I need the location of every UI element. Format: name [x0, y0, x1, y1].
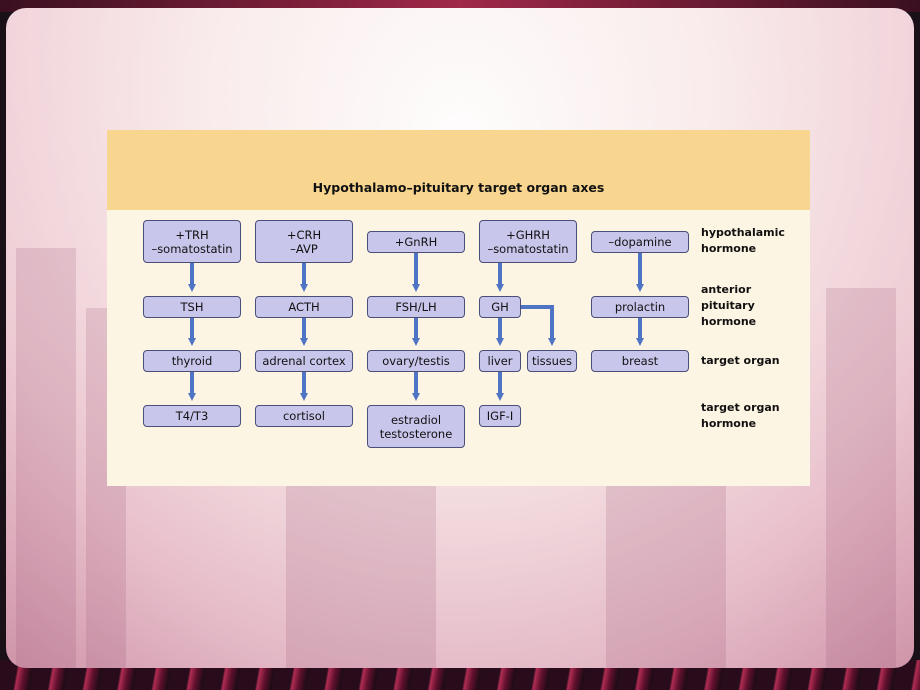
hormone-label: TSH: [180, 300, 204, 314]
building-silhouette: [16, 248, 76, 668]
hormone-label: FSH/LH: [395, 300, 437, 314]
pituitary-box-prolactin: prolactin: [591, 296, 689, 318]
target-hormone-box-igf1: IGF-I: [479, 405, 521, 427]
organ-box-breast: breast: [591, 350, 689, 372]
hypothalamic-box-trh: +TRH –somatostatin: [143, 220, 241, 263]
organ-box-adrenal-cortex: adrenal cortex: [255, 350, 353, 372]
hypothalamic-box-crh: +CRH –AVP: [255, 220, 353, 263]
row-label-line: hypothalamic: [701, 226, 785, 239]
hormone-label: ACTH: [288, 300, 320, 314]
hormone-label: –somatostatin: [487, 241, 569, 256]
diagram-header: Hypothalamo–pituitary target organ axes: [107, 130, 810, 210]
hormone-label: T4/T3: [175, 409, 209, 423]
row-label-line: anterior: [701, 283, 752, 296]
target-hormone-box-cortisol: cortisol: [255, 405, 353, 427]
hypothalamic-box-dopamine: –dopamine: [591, 231, 689, 253]
pituitary-box-acth: ACTH: [255, 296, 353, 318]
organ-label: thyroid: [171, 354, 213, 368]
row-label-line: hormone: [701, 417, 757, 430]
building-silhouette: [826, 288, 896, 668]
organ-box-ovary-testis: ovary/testis: [367, 350, 465, 372]
target-hormone-box-t4t3: T4/T3: [143, 405, 241, 427]
row-label-target-organ-hormone: target organ hormone: [701, 400, 780, 432]
hypothalamic-box-ghrh: +GHRH –somatostatin: [479, 220, 577, 263]
row-label-line: target organ: [701, 401, 780, 414]
hormone-label: cortisol: [282, 409, 325, 423]
hormone-label: prolactin: [614, 300, 666, 314]
hormone-label: +CRH: [286, 227, 322, 242]
hormone-label: IGF-I: [486, 409, 514, 423]
hormone-label: +GHRH: [506, 227, 550, 242]
row-label-anterior-pituitary-hormone: anterior pituitary hormone: [701, 282, 756, 330]
row-label-hypothalamic-hormone: hypothalamic hormone: [701, 225, 785, 257]
hormone-label: –dopamine: [608, 235, 672, 249]
hormone-label: estradiol: [390, 412, 442, 427]
connector-arrow-gh-tissues: [521, 305, 556, 346]
organ-box-thyroid: thyroid: [143, 350, 241, 372]
hormone-label: GH: [491, 300, 509, 314]
diagram-panel: Hypothalamo–pituitary target organ axes …: [107, 130, 810, 486]
pituitary-box-tsh: TSH: [143, 296, 241, 318]
row-label-line: hormone: [701, 242, 757, 255]
organ-box-tissues: tissues: [527, 350, 577, 372]
row-label-target-organ: target organ: [701, 353, 780, 369]
pituitary-box-gh: GH: [479, 296, 521, 318]
hormone-label: testosterone: [379, 426, 453, 441]
organ-label: tissues: [531, 354, 573, 368]
organ-label: breast: [621, 354, 659, 368]
target-hormone-box-estradiol: estradiol testosterone: [367, 405, 465, 448]
row-label-line: hormone: [701, 315, 757, 328]
organ-label: liver: [487, 354, 513, 368]
organ-label: ovary/testis: [382, 354, 450, 368]
hormone-label: –AVP: [290, 241, 318, 256]
hormone-label: –somatostatin: [151, 241, 233, 256]
hormone-label: +TRH: [175, 227, 209, 242]
hypothalamic-box-gnrh: +GnRH: [367, 231, 465, 253]
pituitary-box-fsh-lh: FSH/LH: [367, 296, 465, 318]
organ-box-liver: liver: [479, 350, 521, 372]
arrow-layer: [188, 253, 644, 401]
organ-label: adrenal cortex: [262, 354, 346, 368]
building-silhouette: [286, 468, 436, 668]
diagram-title: Hypothalamo–pituitary target organ axes: [312, 180, 605, 195]
row-label-line: target organ: [701, 354, 780, 367]
row-label-line: pituitary: [701, 299, 755, 312]
hormone-label: +GnRH: [394, 235, 438, 249]
